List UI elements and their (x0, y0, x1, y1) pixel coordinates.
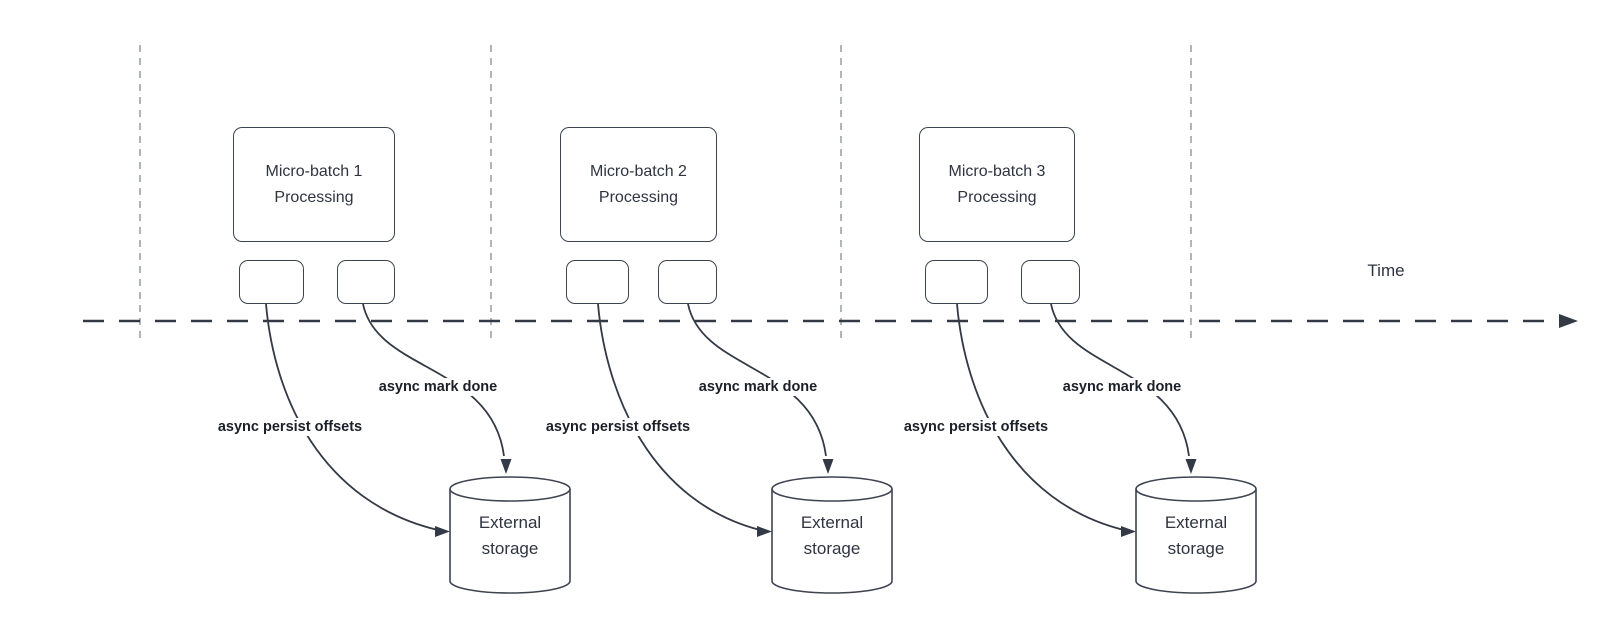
external-storage-cylinder-1 (449, 476, 571, 594)
micro-batch-1-title-line1: Micro-batch 1 (265, 162, 363, 180)
micro-batch-2-title-line1: Micro-batch 2 (590, 162, 687, 180)
mark-done-arrowhead-icon-3 (1185, 459, 1197, 474)
persist-offsets-label-2: async persist offsets (541, 418, 695, 436)
persist-offsets-arrowhead-icon-1 (435, 526, 450, 537)
mark-done-label-1: async mark done (374, 378, 502, 396)
micro-batch-2-processing-box: Micro-batch 2 Processing (560, 127, 717, 242)
mark-done-arrowhead-icon-1 (500, 459, 512, 474)
mark-done-arrowhead-icon-2 (822, 459, 834, 474)
persist-offsets-arrow-2 (597, 303, 761, 531)
micro-batch-3-title-line2: Processing (957, 188, 1037, 206)
persist-offsets-label-3: async persist offsets (899, 418, 1053, 436)
persist-offsets-arrowhead-icon-2 (757, 526, 772, 537)
micro-batch-1-processing-box: Micro-batch 1 Processing (233, 127, 395, 242)
micro-batch-3-processing-box: Micro-batch 3 Processing (919, 127, 1075, 242)
external-storage-cylinder-rim-3 (1135, 488, 1257, 502)
external-storage-cylinder-rim-1 (449, 488, 571, 502)
mark-done-arrow-2 (687, 303, 827, 457)
async-mark-done-task-box-2 (658, 260, 717, 304)
mark-done-label-2: async mark done (694, 378, 822, 396)
async-mark-done-task-box-1 (337, 260, 395, 304)
time-axis-label: Time (1367, 261, 1405, 280)
external-storage-cylinder-2 (771, 476, 893, 594)
micro-batch-2-title-line2: Processing (598, 188, 679, 206)
time-axis-arrowhead-icon (1559, 314, 1578, 328)
persist-offsets-label-1: async persist offsets (213, 418, 367, 436)
async-mark-done-task-box-3 (1021, 260, 1080, 304)
mark-done-label-3: async mark done (1058, 378, 1186, 396)
mark-done-arrow-1 (362, 303, 505, 457)
async-persist-task-box-2 (566, 260, 629, 304)
persist-offsets-arrowhead-icon-3 (1121, 526, 1136, 537)
external-storage-cylinder-rim-2 (771, 488, 893, 502)
micro-batch-3-title-line1: Micro-batch 3 (948, 162, 1046, 180)
async-persist-task-box-1 (239, 260, 304, 304)
persist-offsets-arrow-3 (956, 303, 1125, 531)
external-storage-cylinder-3 (1135, 476, 1257, 594)
async-persist-task-box-3 (925, 260, 988, 304)
mark-done-arrow-3 (1050, 303, 1190, 457)
persist-offsets-arrow-1 (265, 303, 439, 531)
micro-batch-1-title-line2: Processing (274, 188, 354, 206)
